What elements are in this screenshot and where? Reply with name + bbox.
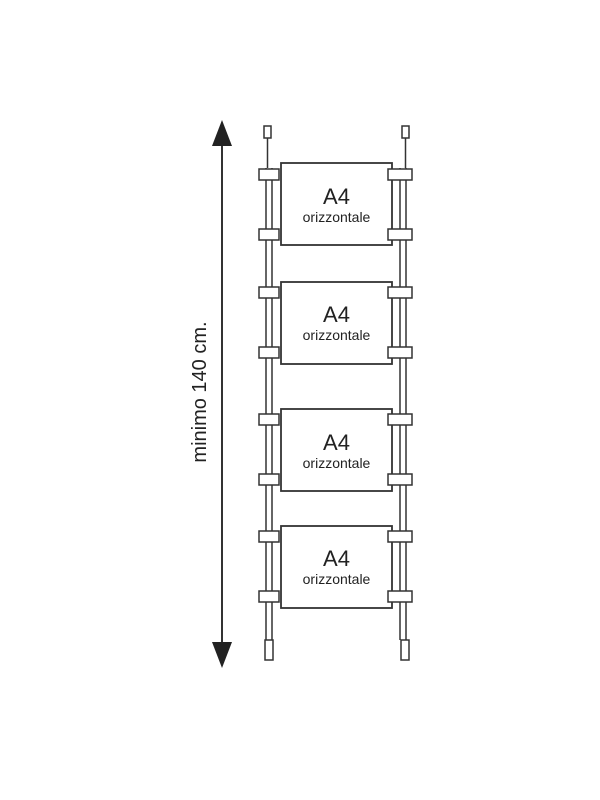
clamp [387,228,413,241]
clamp [258,473,280,486]
display-panel: A4 orizzontale [258,162,413,246]
panel-orientation: orizzontale [303,327,371,343]
display-panel: A4 orizzontale [258,525,413,609]
arrow-head-top [212,120,232,146]
clamp [258,530,280,543]
clamp [258,286,280,299]
panel-orientation: orizzontale [303,571,371,587]
clamp [387,168,413,181]
panel-size: A4 [323,302,350,327]
bottom-weight-right [400,639,410,661]
panel-orientation: orizzontale [303,209,371,225]
panel-frame [280,162,393,246]
clamp [258,228,280,241]
clamp [258,413,280,426]
panel-frame [280,525,393,609]
panel-size: A4 [323,184,350,209]
cable-left [265,168,273,640]
panel-frame [280,281,393,365]
clamp [387,286,413,299]
panel-frame [280,408,393,492]
clamp [387,530,413,543]
cable-right [399,168,407,640]
clamp [387,590,413,603]
clamp [258,346,280,359]
top-anchor-right [401,125,410,168]
clamp [258,590,280,603]
panel-size: A4 [323,546,350,571]
panel-size: A4 [323,430,350,455]
top-anchor-left [263,125,272,168]
clamp [258,168,280,181]
display-panel: A4 orizzontale [258,281,413,365]
clamp [387,346,413,359]
height-dimension-arrow [212,120,232,668]
arrow-head-bottom [212,642,232,668]
display-panel: A4 orizzontale [258,408,413,492]
bottom-weight-left [264,639,274,661]
dimension-label: minimo 140 cm. [189,321,211,462]
clamp [387,473,413,486]
panel-orientation: orizzontale [303,455,371,471]
clamp [387,413,413,426]
